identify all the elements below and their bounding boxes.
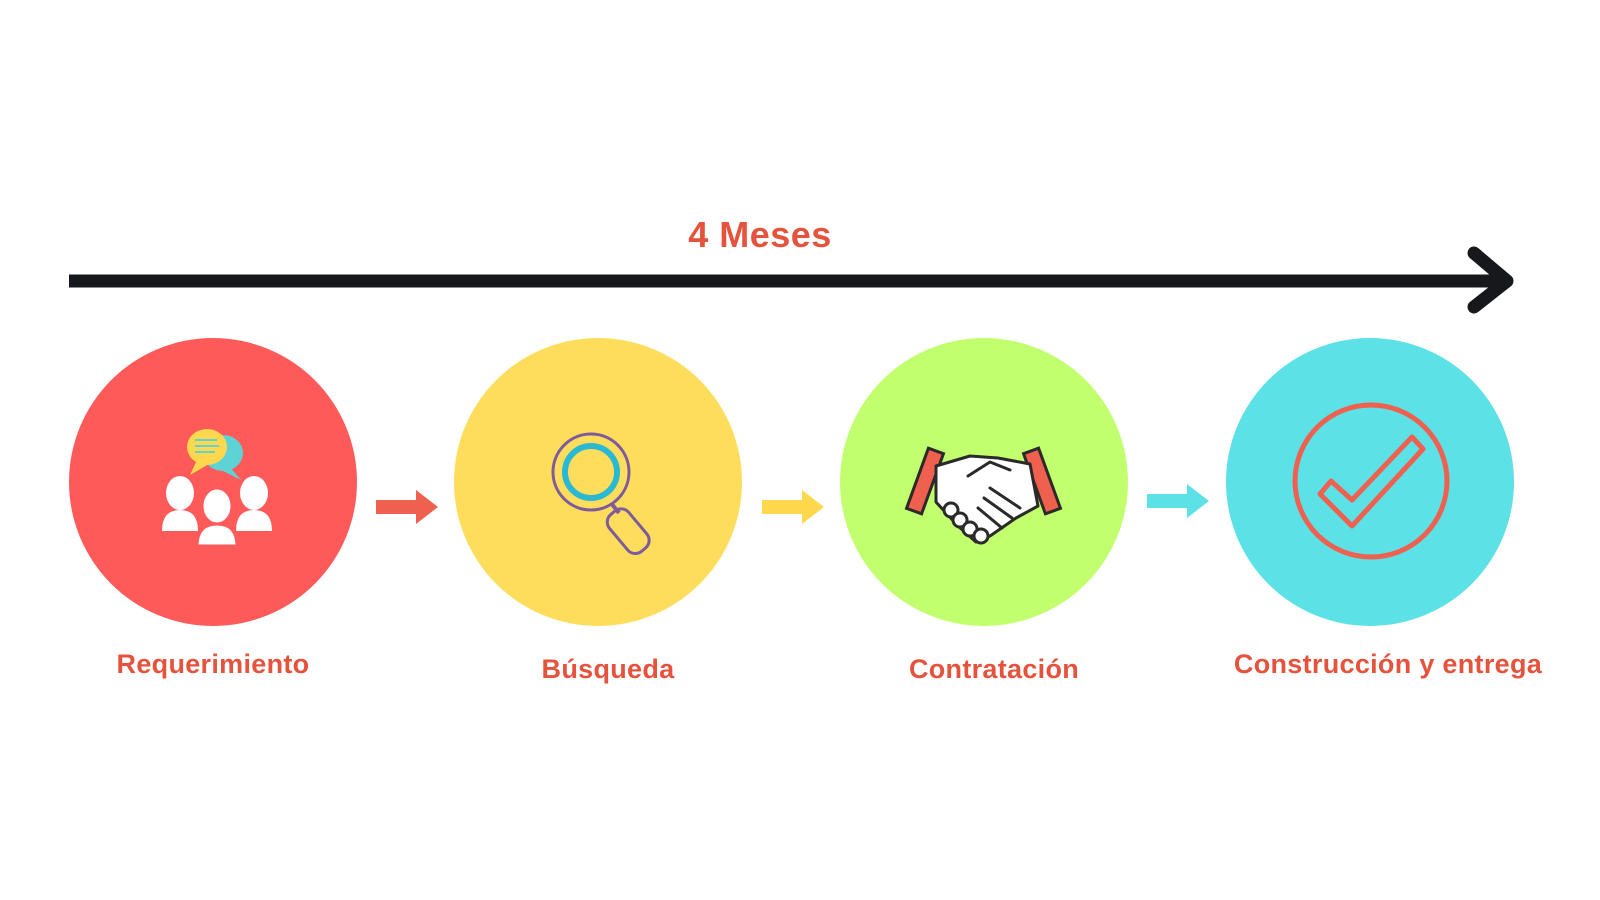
magnifier-icon [551,432,651,556]
step-circle-requerimiento [69,338,357,626]
connector-arrow-1 [376,490,438,524]
step-label-contratacion: Contratación [908,654,1080,684]
connector-arrow-3 [1147,484,1209,518]
people-chat-icon [162,429,272,548]
step-label-construccion-entrega: Construcción y entrega [1233,649,1543,679]
timeline-duration-label: 4 Meses [688,214,832,255]
step-circle-busqueda [454,338,742,626]
connector-arrow-2 [762,490,824,524]
step-label-requerimiento: Requerimiento [116,649,310,679]
step-label-busqueda: Búsqueda [541,654,675,684]
step-circle-contratacion [840,338,1128,626]
step-circle-construccion-entrega [1226,338,1514,626]
checkmark-circle-icon [1292,402,1450,560]
handshake-icon [904,446,1063,545]
